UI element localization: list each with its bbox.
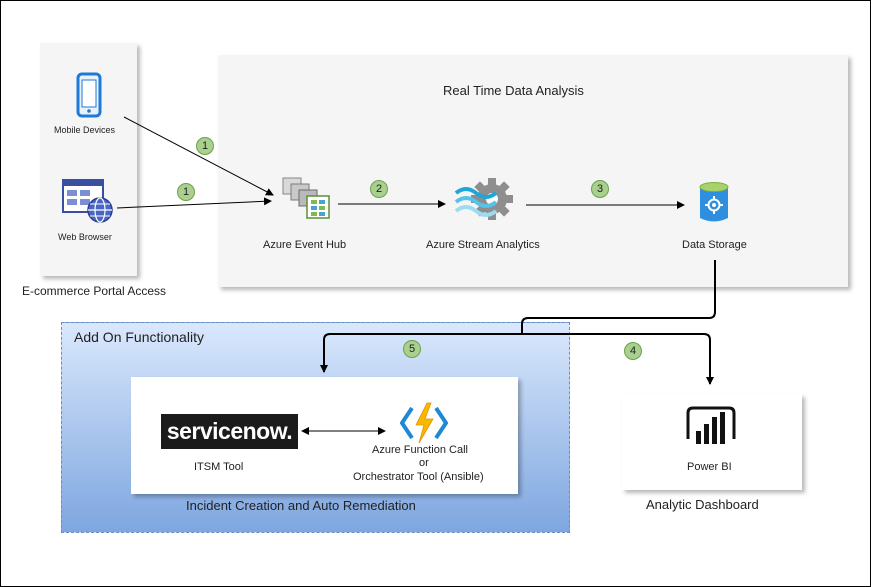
stream-analytics-icon [454,178,513,220]
addon-caption: Incident Creation and Auto Remediation [186,498,416,513]
power-bi-icon [686,406,736,444]
mobile-devices-label: Mobile Devices [54,125,116,135]
addon-title: Add On Functionality [74,329,204,345]
azure-function-icon [400,402,448,444]
azure-function-label-line2: or [419,457,429,469]
real-time-panel [218,55,848,287]
step-badge-mobile: 1 [196,137,214,155]
data-storage-icon [699,182,729,222]
step-badge-to-powerbi: 4 [624,342,642,360]
power-bi-label: Power BI [687,461,732,473]
itsm-tool-label: ITSM Tool [194,461,244,473]
storage-to-addon-arrow [320,260,716,373]
step-badge-to-addon: 5 [403,340,421,358]
analytic-dashboard-caption: Analytic Dashboard [646,497,759,512]
mobile-to-hub-arrow [123,116,274,196]
event-hub-icon [282,177,330,219]
mobile-device-icon [76,72,102,118]
web-browser-label: Web Browser [58,232,112,242]
azure-function-label-line3: Orchestrator Tool (Ansible) [353,471,484,483]
servicenow-logo: servicenow. [161,414,298,449]
storage-to-powerbi-arrow [522,333,714,385]
step-badge-stream-to-storage: 3 [591,180,609,198]
azure-function-label-line1: Azure Function Call [372,444,468,456]
event-hub-label: Azure Event Hub [263,239,347,251]
stream-analytics-label: Azure Stream Analytics [426,239,540,251]
real-time-title: Real Time Data Analysis [443,83,584,98]
ecommerce-group-label: E-commerce Portal Access [22,284,167,298]
web-browser-icon [62,179,113,223]
web-to-hub-arrow [116,197,272,209]
data-storage-label: Data Storage [682,239,747,251]
step-badge-web: 1 [177,183,195,201]
step-badge-hub-to-stream: 2 [370,180,388,198]
